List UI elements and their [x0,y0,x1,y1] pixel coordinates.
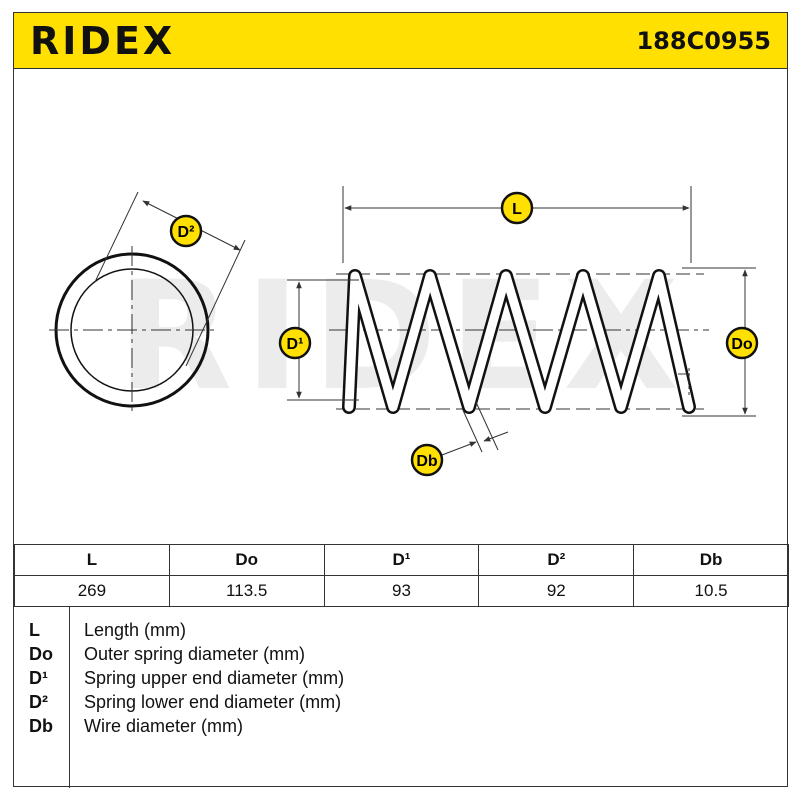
db-badge: Db [410,443,444,477]
legend-desc: Outer spring diameter (mm) [84,644,306,664]
spec-value-cell: 113.5 [168,575,325,607]
legend-item: Db Wire diameter (mm) [14,714,789,738]
spec-value-cell: 269 [14,575,170,607]
spec-header-cell: L [14,544,170,576]
spring-drawing: RIDEX [14,68,789,544]
spec-header-cell: D¹ [323,544,480,576]
legend-desc: Spring upper end diameter (mm) [84,668,345,688]
legend-desc: Spring lower end diameter (mm) [84,692,342,712]
legend-item: L Length (mm) [14,618,789,642]
legend-key: L [29,620,40,640]
svg-text:Do: Do [731,336,753,353]
legend-key: D² [29,692,48,712]
svg-text:L: L [512,201,522,218]
spec-value-cell: 10.5 [633,575,789,607]
spec-value-row: 269 113.5 93 92 10.5 [14,575,789,607]
spec-table: L Do D¹ D² Db 269 113.5 93 92 10.5 [14,544,789,607]
svg-text:D¹: D¹ [287,336,304,353]
brand-logo: RIDEX [30,19,176,63]
product-sheet: RIDEX 188C0955 RIDEX [13,12,789,788]
spring-side-view [329,269,709,414]
do-badge: Do [725,326,759,360]
spring-diagram-svg: RIDEX [49,186,759,477]
svg-text:D²: D² [178,224,195,241]
legend-item: D² Spring lower end diameter (mm) [14,690,789,714]
legend-item: Do Outer spring diameter (mm) [14,642,789,666]
header-bar: RIDEX 188C0955 [14,13,787,69]
spec-header-cell: Db [633,544,789,576]
wire-diameter-dimension [441,401,509,456]
spec-header-row: L Do D¹ D² Db [14,544,789,576]
d1-badge: D¹ [278,326,312,360]
part-number: 188C0955 [636,27,771,55]
svg-text:Db: Db [416,453,438,470]
legend: L Length (mm) Do Outer spring diameter (… [14,606,789,788]
d2-badge: D² [169,214,203,248]
spring-coils [342,269,696,414]
legend-item: D¹ Spring upper end diameter (mm) [14,666,789,690]
legend-desc: Length (mm) [84,620,187,640]
spec-value-cell: 92 [478,575,635,607]
legend-key: Db [29,716,53,736]
spec-header-cell: Do [168,544,325,576]
spec-header-cell: D² [478,544,635,576]
legend-key: Do [29,644,53,664]
legend-key: D¹ [29,668,48,688]
legend-desc: Wire diameter (mm) [84,716,244,736]
legend-divider [69,606,70,788]
spec-value-cell: 93 [323,575,480,607]
l-badge: L [500,191,534,225]
